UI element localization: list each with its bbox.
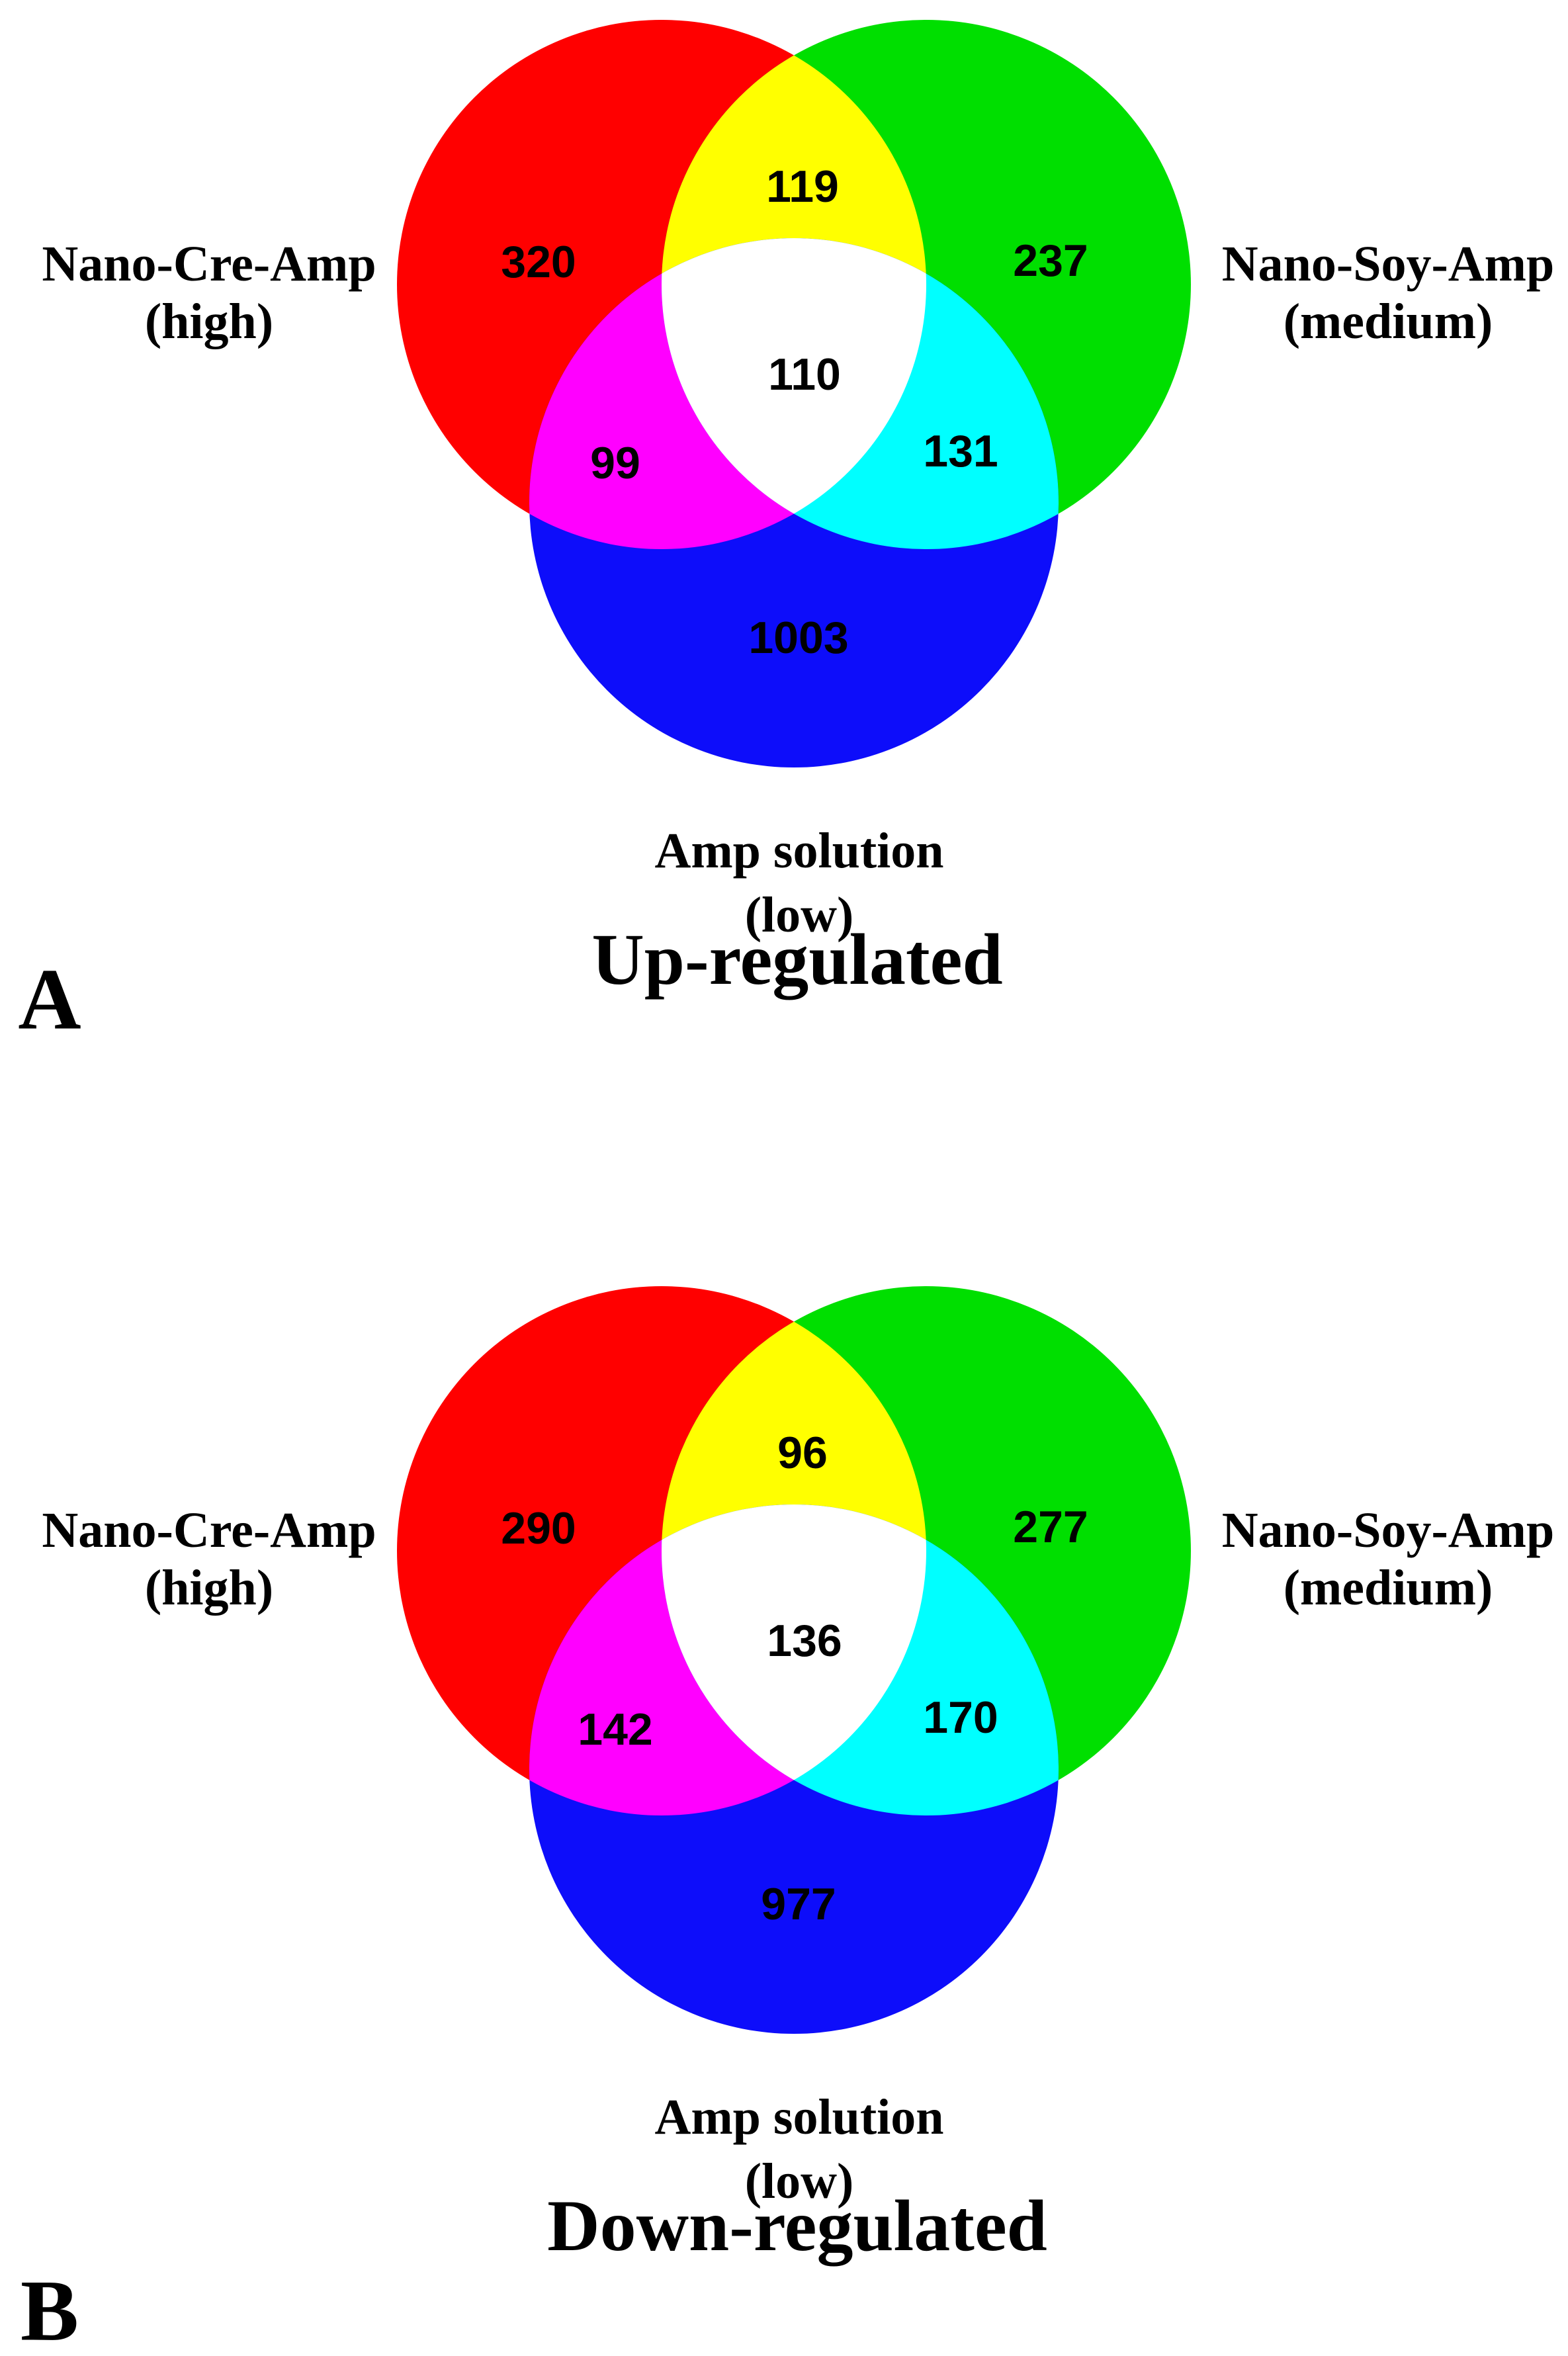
venn-a-count-green-only: 237 <box>1013 236 1088 286</box>
venn-a-label-bottom-line1: Amp solution <box>654 823 943 879</box>
venn-a-region-center <box>662 238 926 549</box>
venn-panel-a: 320 119 237 110 99 131 1003 Nano-Cre-Amp… <box>18 20 1554 1048</box>
venn-a-count-red-blue: 99 <box>590 438 640 488</box>
venn-b-count-green-blue: 170 <box>923 1692 998 1743</box>
venn-b-count-all-three: 136 <box>767 1616 842 1666</box>
venn-b-label-bottom-line2: (low) <box>745 2154 854 2209</box>
venn-b-label-left-line2: (high) <box>145 1560 273 1616</box>
venn-panel-b: 290 96 277 136 142 170 977 Nano-Cre-Amp … <box>21 1286 1554 2356</box>
venn-a-label-right-line1: Nano-Soy-Amp <box>1222 236 1555 292</box>
venn-b-count-green-only: 277 <box>1013 1502 1088 1552</box>
venn-a-count-all-three: 110 <box>768 349 841 400</box>
panel-letter-a: A <box>18 951 81 1048</box>
venn-b-count-blue-only: 977 <box>761 1879 836 1929</box>
venn-a-label-right-line2: (medium) <box>1284 294 1493 349</box>
venn-a-count-red-green: 119 <box>766 161 839 212</box>
venn-b-region-center <box>662 1505 926 1815</box>
panel-letter-b: B <box>21 2262 79 2356</box>
venn-a-count-green-blue: 131 <box>923 426 998 476</box>
venn-b-count-red-only: 290 <box>501 1503 576 1553</box>
venn-b-label-left-line1: Nano-Cre-Amp <box>42 1503 376 1558</box>
venn-b-label-right-line2: (medium) <box>1284 1560 1493 1616</box>
venn-a-count-blue-only: 1003 <box>748 613 848 663</box>
venn-a-label-bottom-line2: (low) <box>745 887 854 943</box>
venn-b-count-red-green: 96 <box>777 1428 828 1478</box>
venn-b-title: Down-regulated <box>547 2185 1047 2266</box>
venn-a-label-left-line2: (high) <box>145 294 273 349</box>
venn-b-label-right-line1: Nano-Soy-Amp <box>1222 1503 1555 1558</box>
venn-b-count-red-blue: 142 <box>578 1704 652 1755</box>
venn-a-label-left-line1: Nano-Cre-Amp <box>42 236 376 292</box>
venn-a-count-red-only: 320 <box>501 237 576 287</box>
venn-a-title: Up-regulated <box>591 919 1002 1000</box>
venn-b-label-bottom-line1: Amp solution <box>654 2089 943 2145</box>
